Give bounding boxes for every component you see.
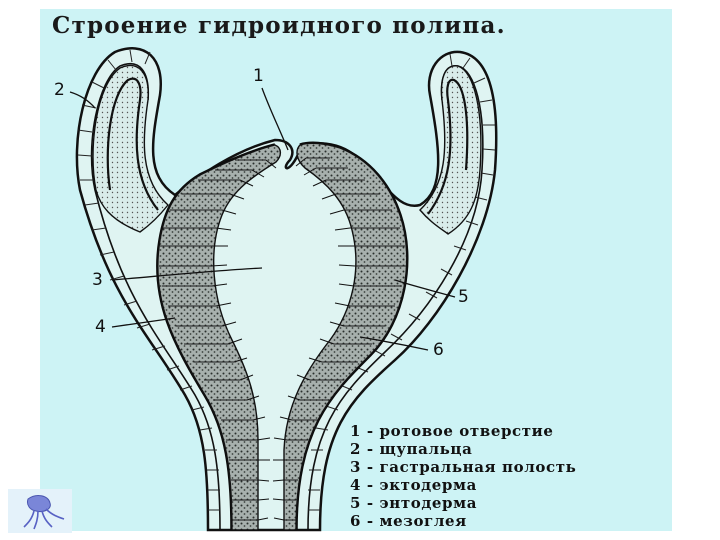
legend-item: 1 - ротовое отверстие <box>350 422 554 440</box>
hydra-icon <box>23 495 65 530</box>
label-4: 4 <box>95 317 106 337</box>
endoderm-layer <box>157 142 408 531</box>
legend-item: 6 - мезоглея <box>350 512 467 530</box>
tentacle-right <box>419 65 482 235</box>
label-2: 2 <box>54 80 65 100</box>
hydra-corner-icon[interactable] <box>8 489 72 533</box>
label-6: 6 <box>433 340 444 360</box>
diagram-title: Строение гидроидного полипа. <box>52 12 506 39</box>
legend-item: 5 - энтодерма <box>350 494 478 512</box>
legend-item: 3 - гастральная полость <box>350 458 577 476</box>
leader-lines <box>69 87 456 351</box>
label-1: 1 <box>253 66 264 86</box>
legend-item: 2 - щупальца <box>350 440 473 458</box>
endoderm-flagella <box>210 157 356 521</box>
legend-item: 4 - эктодерма <box>350 476 477 494</box>
legend: 1 - ротовое отверстие 2 - щупальца 3 - г… <box>350 422 576 530</box>
tentacle-left <box>92 64 169 233</box>
label-5: 5 <box>458 287 469 307</box>
label-3: 3 <box>92 270 103 290</box>
